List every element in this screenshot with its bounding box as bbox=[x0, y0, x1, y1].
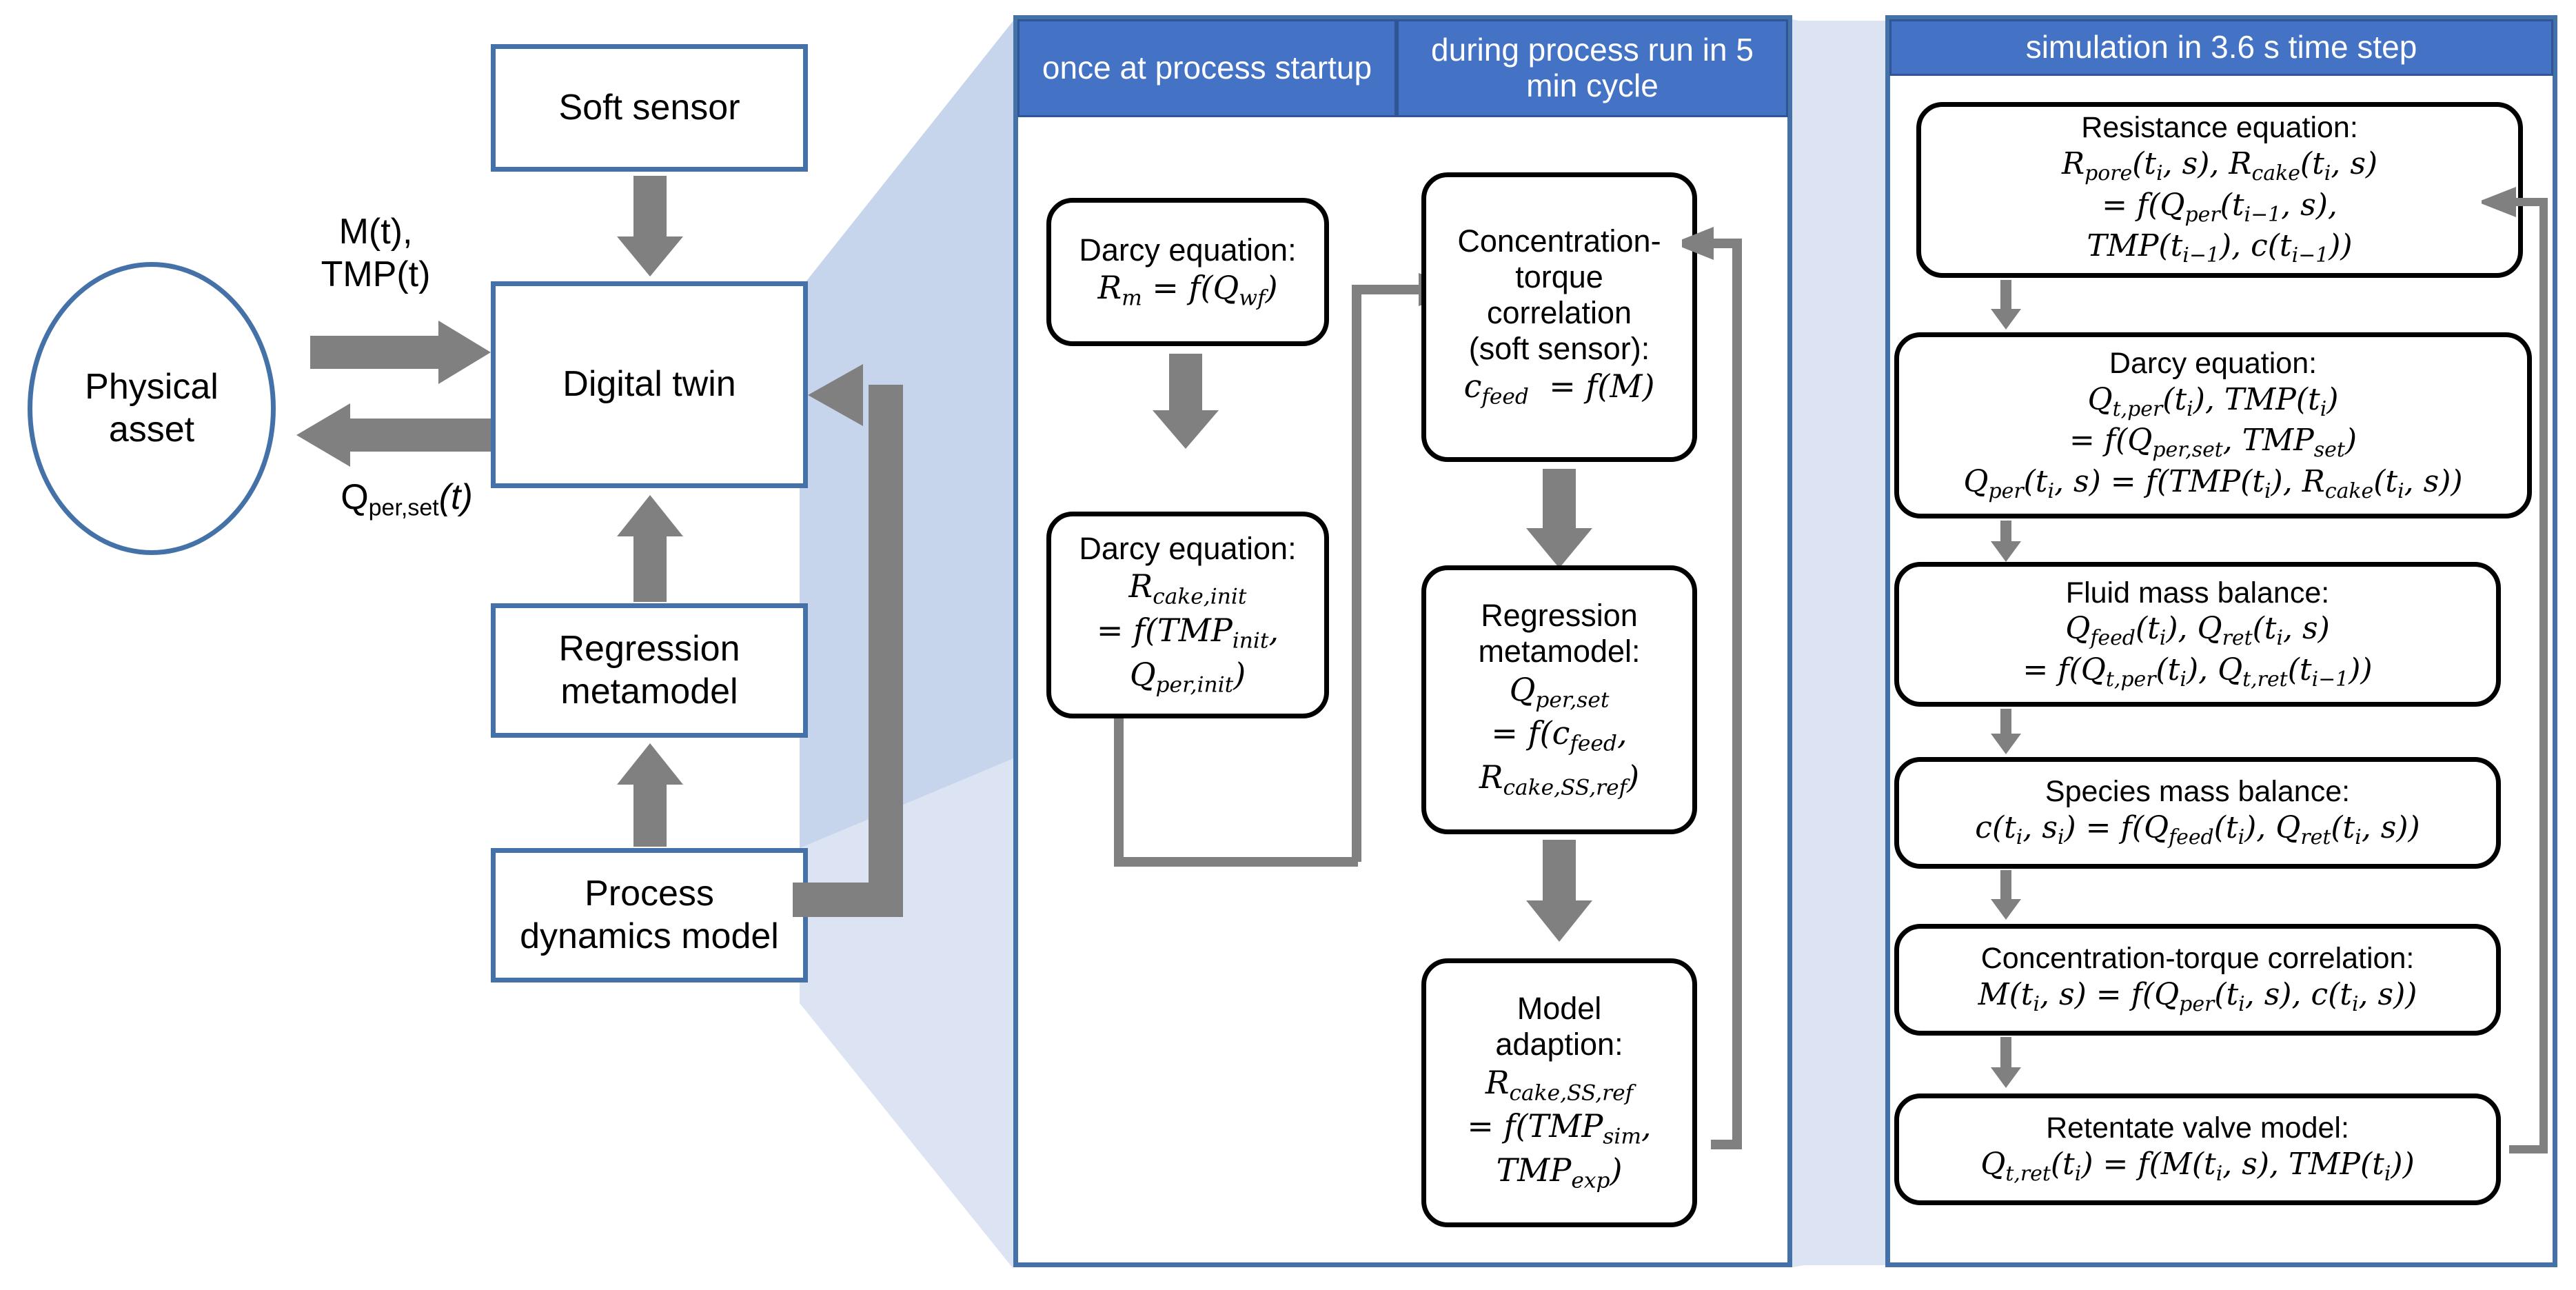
node-soft-sensor-label: Soft sensor bbox=[558, 87, 740, 128]
equation-box-darcy-cake-init-math-3: Qper,init) bbox=[1129, 655, 1246, 698]
equation-box-regression-math-3: Rcake,SS,ref) bbox=[1479, 758, 1640, 800]
equation-box-darcy-right-title: Darcy equation: bbox=[2109, 346, 2318, 380]
equation-box-resistance-title: Resistance equation: bbox=[2081, 111, 2358, 145]
equation-box-species-title: Species mass balance: bbox=[2045, 775, 2351, 809]
equation-box-model-adaption-math-1: Rcake,SS,ref bbox=[1485, 1063, 1634, 1105]
middle-panel-header-startup-label: once at process startup bbox=[1042, 50, 1372, 86]
equation-box-darcy-cake-init-math-2: = f(TMPinit, bbox=[1096, 612, 1279, 654]
edge-label-setpoint-sub: per,set bbox=[368, 494, 439, 521]
equation-box-species-mass-balance[interactable]: Species mass balance: c(ti, si) = f(Qfee… bbox=[1894, 757, 2501, 869]
arrow-fluid-to-species-mass-balance bbox=[1991, 709, 2021, 756]
edge-label-measurements: M(t), TMP(t) bbox=[272, 210, 479, 296]
equation-box-model-adaption[interactable]: Model adaption: Rcake,SS,ref = f(TMPsim,… bbox=[1421, 958, 1697, 1227]
equation-box-darcy-right-math-1: Qt,per(ti), TMP(ti) bbox=[2087, 381, 2339, 421]
arrow-darcy-rm-to-darcy-cake-init bbox=[1153, 354, 1219, 452]
equation-box-darcy-rm-title: Darcy equation: bbox=[1079, 232, 1297, 268]
right-panel-header: simulation in 3.6 s time step bbox=[1889, 19, 2553, 76]
node-regression-metamodel[interactable]: Regression metamodel bbox=[491, 603, 808, 738]
arrow-process-dynamics-to-digital-twin bbox=[793, 364, 931, 917]
equation-box-regression-title-1: Regression bbox=[1481, 598, 1638, 634]
arrow-darcy-to-fluid-mass-balance bbox=[1991, 521, 2021, 562]
equation-box-model-adaption-math-2: = f(TMPsim, bbox=[1467, 1107, 1652, 1149]
arrow-digital-twin-to-physical-asset bbox=[296, 403, 491, 467]
equation-box-darcy-cake-init[interactable]: Darcy equation: Rcake,init = f(TMPinit, … bbox=[1046, 512, 1329, 718]
equation-box-conc-torque-title-2: torque bbox=[1515, 259, 1603, 294]
arrow-regression-to-model-adaption bbox=[1526, 840, 1592, 945]
equation-box-fluid-mass-balance[interactable]: Fluid mass balance: Qfeed(ti), Qret(ti, … bbox=[1894, 562, 2501, 707]
arrow-soft-sensor-to-digital-twin bbox=[617, 176, 683, 278]
equation-box-darcy-rm[interactable]: Darcy equation: Rm = f(Qwf) bbox=[1046, 198, 1329, 346]
equation-box-darcy-right-math-3: Qper(ti, s) = f(TMP(ti), Rcake(ti, s)) bbox=[1963, 463, 2463, 503]
equation-box-resistance-math-2: = f(Qper(ti−1, s), bbox=[2102, 187, 2337, 227]
equation-box-darcy-right-math-2: = f(Qper,set, TMPset) bbox=[2069, 423, 2357, 463]
equation-box-resistance-equation[interactable]: Resistance equation: Rpore(ti, s), Rcake… bbox=[1916, 102, 2523, 278]
arrow-conc-torque-to-retentate-valve bbox=[1991, 1037, 2021, 1091]
connector-model-adaption-feedback bbox=[1682, 227, 1742, 1149]
equation-box-darcy-equation-right[interactable]: Darcy equation: Qt,per(ti), TMP(ti) = f(… bbox=[1894, 332, 2532, 518]
equation-box-fluid-title: Fluid mass balance: bbox=[2065, 576, 2330, 609]
equation-box-conc-torque-math: cfeed = f(M) bbox=[1463, 367, 1655, 410]
node-regression-metamodel-label-1: Regression bbox=[558, 629, 740, 669]
node-digital-twin-label: Digital twin bbox=[562, 364, 736, 405]
node-soft-sensor[interactable]: Soft sensor bbox=[491, 44, 808, 172]
arrow-physical-asset-to-digital-twin bbox=[310, 321, 491, 384]
equation-box-conc-torque-right-math: M(ti, s) = f(Qper(ti, s), c(ti, s)) bbox=[1978, 977, 2417, 1017]
equation-box-retentate-title: Retentate valve model: bbox=[2046, 1111, 2349, 1145]
node-physical-asset-label-2: asset bbox=[108, 409, 195, 450]
arrow-process-dynamics-to-regression bbox=[617, 743, 683, 847]
equation-box-model-adaption-title-2: adaption: bbox=[1495, 1027, 1623, 1062]
right-panel-header-label: simulation in 3.6 s time step bbox=[2025, 29, 2417, 65]
node-physical-asset[interactable]: Physical asset bbox=[28, 262, 276, 555]
equation-box-model-adaption-math-3: TMPexp) bbox=[1496, 1151, 1623, 1193]
equation-box-conc-torque-soft-sensor[interactable]: Concentration- torque correlation (soft … bbox=[1421, 172, 1697, 462]
connector-init-to-conc-torque bbox=[1114, 718, 1358, 867]
node-process-dynamics-label-1: Process bbox=[585, 874, 714, 914]
equation-box-darcy-cake-init-math-1: Rcake,init bbox=[1128, 567, 1247, 609]
equation-box-conc-torque-title-1: Concentration- bbox=[1457, 223, 1661, 259]
edge-label-measurements-line2: TMP(t) bbox=[321, 254, 431, 295]
edge-label-setpoint-arg: (t) bbox=[438, 477, 473, 517]
equation-box-regression-math-2: = f(cfeed, bbox=[1491, 714, 1627, 756]
arrow-regression-to-digital-twin bbox=[617, 495, 683, 602]
equation-box-conc-torque-title-4: (soft sensor): bbox=[1468, 331, 1650, 367]
middle-panel-header-run-label-1: during process run in 5 bbox=[1431, 32, 1754, 68]
middle-panel-header-run-label-2: min cycle bbox=[1526, 68, 1659, 103]
edge-label-setpoint: Qper,set(t) bbox=[290, 476, 524, 522]
equation-box-regression-math-1: Qper,set bbox=[1509, 670, 1610, 712]
equation-box-darcy-cake-init-title: Darcy equation: bbox=[1079, 531, 1297, 567]
equation-box-retentate-math: Qt,ret(ti) = f(M(ti, s), TMP(ti)) bbox=[1980, 1147, 2415, 1187]
equation-box-fluid-math-2: = f(Qt,per(ti), Qt,ret(ti−1)) bbox=[2022, 652, 2373, 692]
node-process-dynamics-model[interactable]: Process dynamics model bbox=[491, 848, 808, 982]
node-process-dynamics-label-2: dynamics model bbox=[520, 916, 779, 956]
middle-panel-header-startup: once at process startup bbox=[1017, 19, 1397, 117]
equation-box-regression-title-2: metamodel: bbox=[1478, 634, 1641, 669]
arrow-conc-torque-to-regression bbox=[1526, 469, 1592, 571]
equation-box-conc-torque-title-3: correlation bbox=[1486, 295, 1632, 331]
node-physical-asset-label-1: Physical bbox=[85, 367, 219, 407]
equation-box-species-math: c(ti, si) = f(Qfeed(ti), Qret(ti, s)) bbox=[1975, 810, 2420, 850]
equation-box-conc-torque-right-title: Concentration-torque correlation: bbox=[1980, 942, 2415, 976]
equation-box-darcy-rm-math: Rm = f(Qwf) bbox=[1097, 268, 1278, 311]
connector-retentate-feedback bbox=[2482, 187, 2548, 1153]
arrow-resistance-to-darcy bbox=[1991, 280, 2021, 330]
equation-box-resistance-math-3: TMP(ti−1), c(ti−1)) bbox=[2087, 228, 2353, 268]
equation-box-model-adaption-title-1: Model bbox=[1517, 991, 1602, 1027]
edge-label-setpoint-base: Q bbox=[341, 477, 369, 517]
equation-box-concentration-torque-right[interactable]: Concentration-torque correlation: M(ti, … bbox=[1894, 924, 2501, 1036]
node-digital-twin[interactable]: Digital twin bbox=[491, 281, 808, 488]
equation-box-resistance-math-1: Rpore(ti, s), Rcake(ti, s) bbox=[2061, 146, 2378, 186]
node-regression-metamodel-label-2: metamodel bbox=[560, 671, 738, 712]
edge-label-measurements-line1: M(t), bbox=[338, 212, 413, 252]
equation-box-retentate-valve-model[interactable]: Retentate valve model: Qt,ret(ti) = f(M(… bbox=[1894, 1094, 2501, 1205]
equation-box-fluid-math-1: Qfeed(ti), Qret(ti, s) bbox=[2065, 611, 2330, 651]
middle-panel-header-run: during process run in 5 min cycle bbox=[1397, 19, 1788, 117]
arrow-species-to-conc-torque bbox=[1991, 870, 2021, 921]
equation-box-regression-metamodel[interactable]: Regression metamodel: Qper,set = f(cfeed… bbox=[1421, 565, 1697, 834]
